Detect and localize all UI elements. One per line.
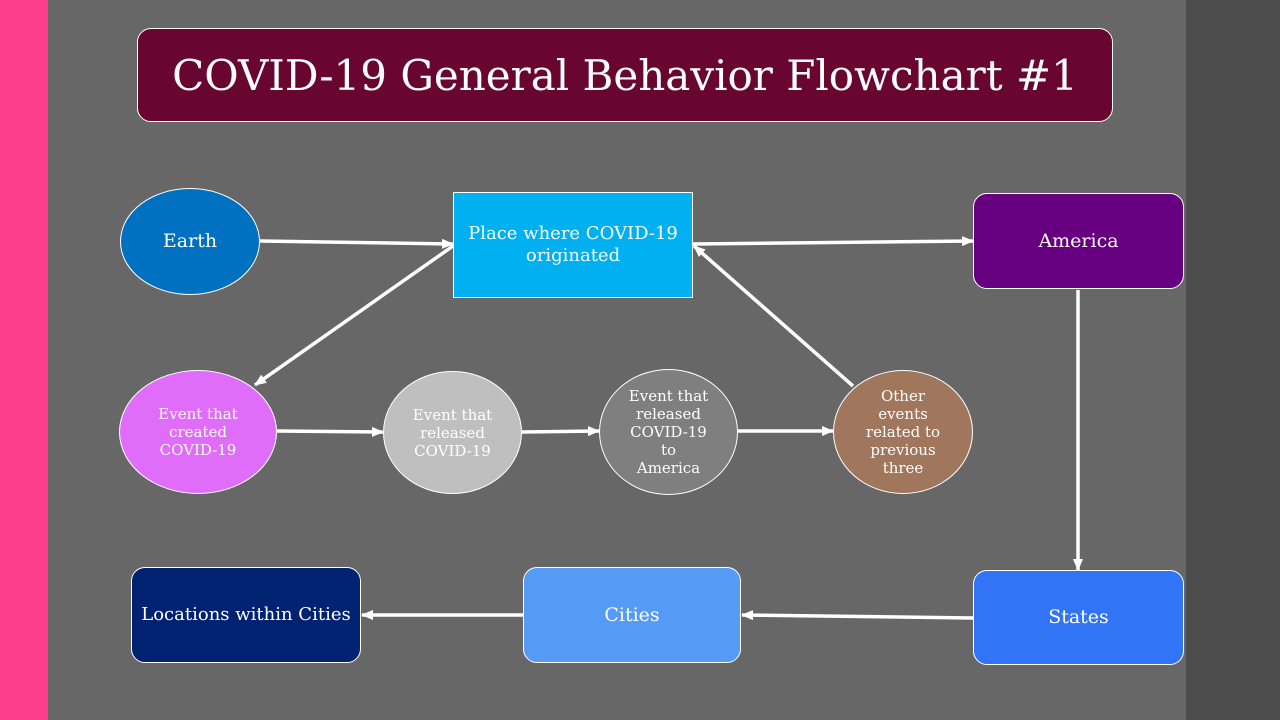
left-accent-stripe	[0, 0, 48, 720]
right-side-panel	[1186, 0, 1280, 720]
arrow-earth-to-origin	[259, 238, 454, 249]
node-america-label: America	[1038, 229, 1119, 252]
node-earth-label: Earth	[162, 230, 218, 253]
node-cities: Cities	[523, 567, 741, 663]
flowchart-title: COVID-19 General Behavior Flowchart #1	[172, 50, 1078, 100]
arrow-other-events-to-origin	[692, 244, 855, 388]
node-origin-place: Place where COVID-19 originated	[453, 192, 693, 298]
arrow-event-created-to-event-released	[276, 426, 384, 437]
node-states: States	[973, 570, 1184, 665]
arrow-origin-to-america	[692, 236, 974, 247]
node-origin-place-label: Place where COVID-19 originated	[468, 223, 678, 266]
node-other-events: Other events related to previous three	[833, 370, 973, 494]
node-event-released: Event that released COVID-19	[383, 371, 522, 494]
node-locations-within-cities: Locations within Cities	[131, 567, 361, 663]
node-event-released-america: Event that released COVID-19 to America	[599, 369, 738, 495]
node-earth: Earth	[120, 188, 260, 295]
node-event-released-america-label: Event that released COVID-19 to America	[628, 387, 709, 477]
node-cities-label: Cities	[604, 603, 660, 626]
arrow-event-released-to-event-released-america	[521, 426, 600, 437]
node-locations-within-cities-label: Locations within Cities	[141, 604, 351, 626]
node-event-created-label: Event that created COVID-19	[158, 405, 238, 459]
node-event-released-label: Event that released COVID-19	[412, 405, 493, 460]
node-states-label: States	[1048, 606, 1109, 629]
node-event-created: Event that created COVID-19	[119, 370, 277, 494]
node-america: America	[973, 193, 1184, 289]
title-banner: COVID-19 General Behavior Flowchart #1	[137, 28, 1113, 122]
node-other-events-label: Other events related to previous three	[865, 387, 941, 477]
arrow-states-to-cities	[741, 610, 974, 621]
arrow-origin-to-event-created	[253, 244, 455, 387]
